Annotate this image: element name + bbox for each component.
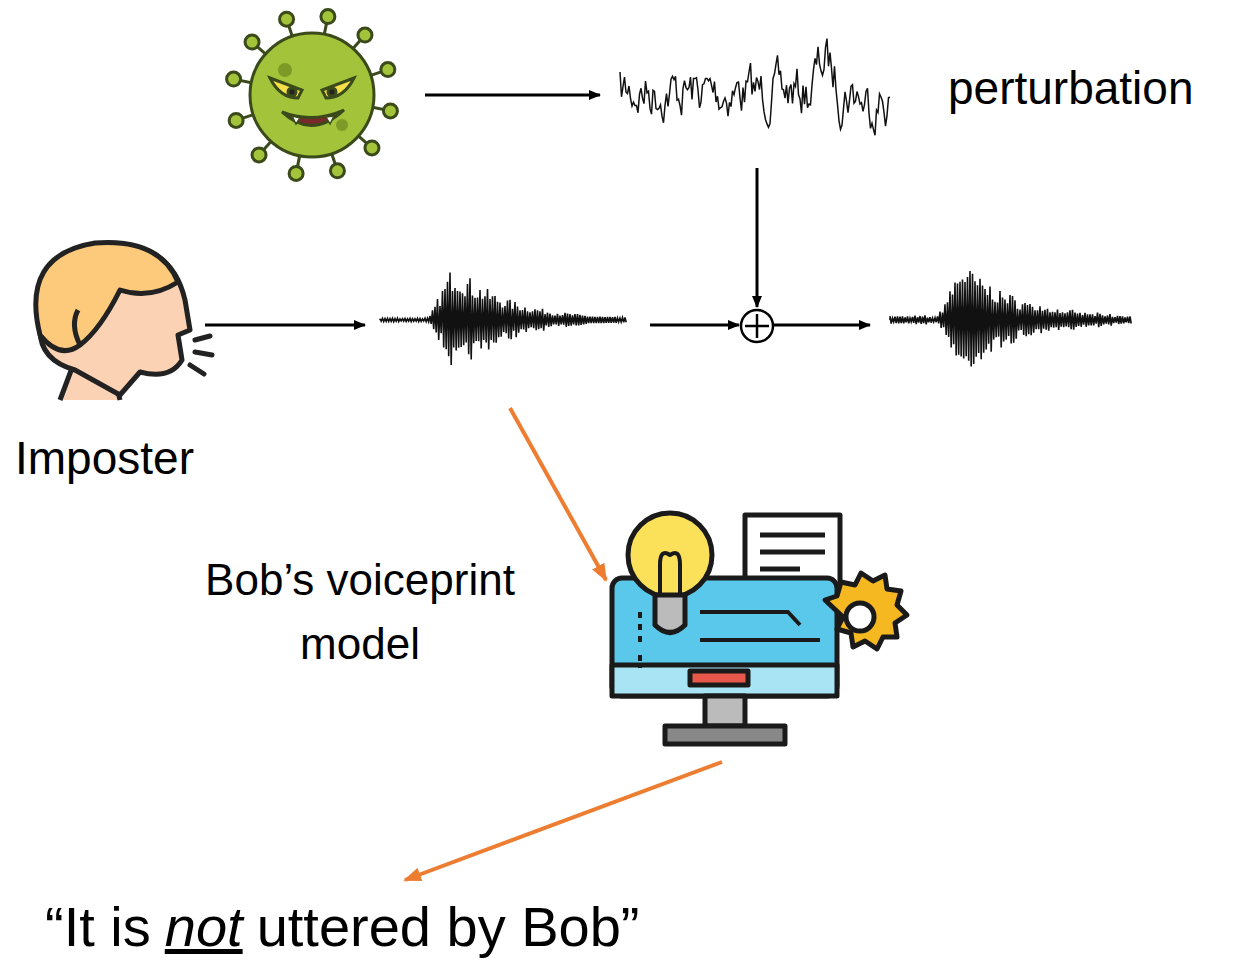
arrow (650, 324, 739, 327)
verdict-label: “It is (45, 895, 151, 959)
speech-waveform (380, 273, 626, 366)
perturbed-waveform (890, 271, 1131, 367)
virus-spike-tip (289, 166, 303, 180)
imposter-icon (36, 242, 212, 400)
orange-arrow (405, 762, 722, 880)
virus-spike-tip (252, 148, 266, 162)
virus-spike-tip (280, 12, 294, 26)
orange-arrow (510, 408, 606, 580)
arrow (205, 324, 365, 327)
voiceprint-model-icon (612, 513, 907, 744)
virus-spike-tip (229, 113, 243, 127)
virus-icon (227, 10, 398, 181)
virus-spike-tip (321, 10, 335, 24)
virus-spike-tip (381, 63, 395, 77)
virus-spike-tip (245, 35, 259, 49)
perturbation-label: perturbation (948, 62, 1194, 115)
verdict-emphasis: not (165, 895, 243, 959)
virus-spike-tip (383, 104, 397, 118)
perturbation-waveform (620, 39, 890, 136)
virus-spike-tip (227, 72, 241, 86)
virus-spike-tip (358, 28, 372, 42)
verdict-label: uttered by Bob” (257, 895, 640, 959)
virus-spike-tip (330, 164, 344, 178)
plus-symbol (741, 310, 773, 342)
model-label: Bob’s voiceprint model (145, 548, 575, 676)
arrow (756, 168, 759, 307)
virus-spike-tip (365, 141, 379, 155)
arrow (774, 324, 870, 327)
arrow (425, 94, 600, 97)
imposter-label: Imposter (15, 432, 194, 485)
